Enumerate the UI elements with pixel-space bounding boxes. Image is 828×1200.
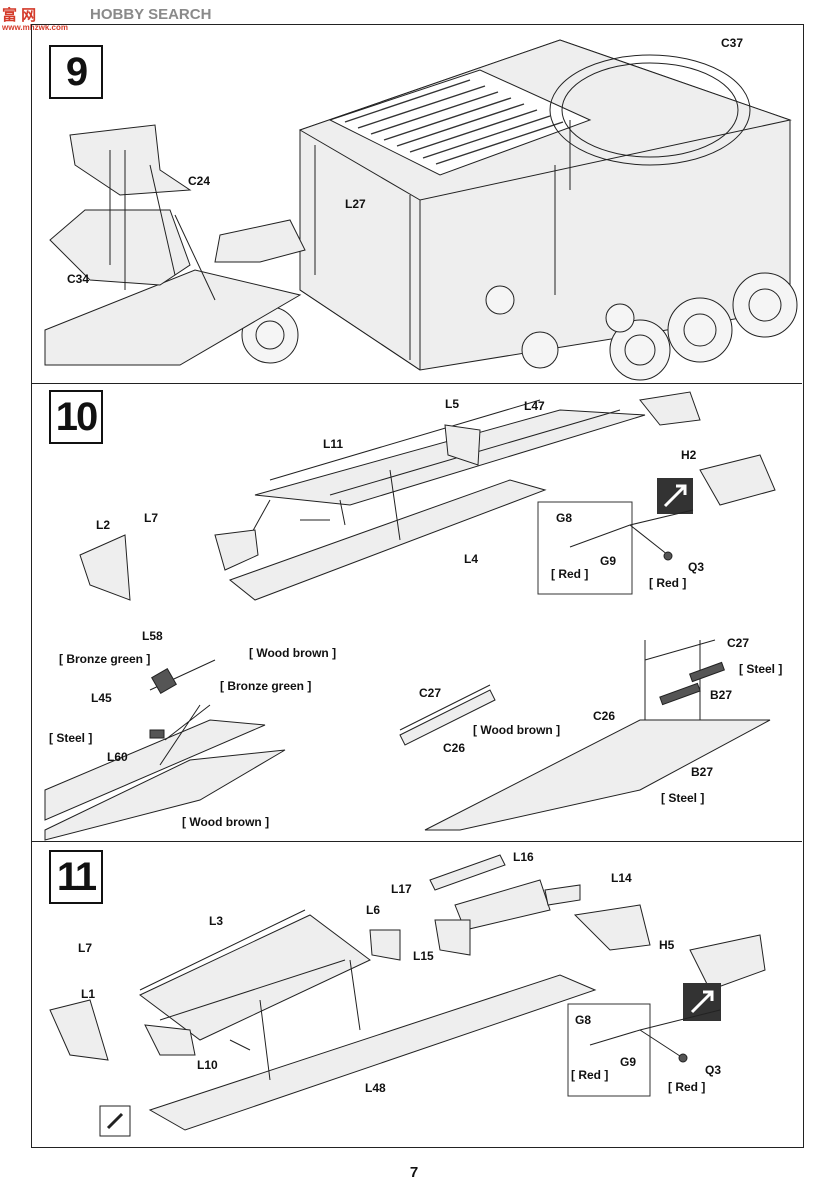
part-label: L10 xyxy=(197,1058,218,1072)
color-callout: [ Bronze green ] xyxy=(220,679,312,693)
part-label: C34 xyxy=(67,272,90,286)
color-callout: [ Wood brown ] xyxy=(249,646,337,660)
part-label: C27 xyxy=(727,636,750,650)
part-label: L47 xyxy=(524,399,545,413)
color-callout: [ Steel ] xyxy=(49,731,93,745)
part-label: L58 xyxy=(142,629,163,643)
part-label: L16 xyxy=(513,850,534,864)
color-callout: [ Red ] xyxy=(551,567,589,581)
part-label: B27 xyxy=(710,688,733,702)
color-callout: [ Red ] xyxy=(571,1068,609,1082)
part-label: L6 xyxy=(366,903,381,917)
part-label: L14 xyxy=(611,871,632,885)
part-label: C26 xyxy=(593,709,616,723)
watermark-brand-cn: 富 网 xyxy=(2,7,37,24)
step10-drawing xyxy=(44,391,776,841)
part-label: Q3 xyxy=(705,1063,722,1077)
page-number: 7 xyxy=(409,1164,419,1181)
color-callout: [ Steel ] xyxy=(739,662,783,676)
part-label: H5 xyxy=(659,938,675,952)
part-label: L17 xyxy=(391,882,412,896)
part-label: L7 xyxy=(144,511,159,525)
watermark-site: www.mhzwk.com xyxy=(2,23,68,32)
step-number: 10 xyxy=(49,390,103,444)
part-label: L2 xyxy=(96,518,111,532)
part-label: G8 xyxy=(575,1013,592,1027)
part-label: L15 xyxy=(413,949,434,963)
color-callout: [ Wood brown ] xyxy=(473,723,561,737)
step-number: 9 xyxy=(49,45,103,99)
part-label: C26 xyxy=(443,741,466,755)
part-label: L48 xyxy=(365,1081,386,1095)
part-label: C24 xyxy=(188,174,211,188)
instruction-frame xyxy=(31,24,804,1148)
color-callout: [ Red ] xyxy=(668,1080,706,1094)
part-label: G9 xyxy=(600,554,617,568)
part-label: L3 xyxy=(209,914,224,928)
part-label: C37 xyxy=(721,36,744,50)
watermark-brand-en: HOBBY SEARCH xyxy=(90,6,212,23)
part-label: L11 xyxy=(323,437,344,451)
part-label: H2 xyxy=(681,448,697,462)
part-label: L5 xyxy=(445,397,460,411)
step11-drawing xyxy=(49,854,766,1137)
part-label: G8 xyxy=(556,511,573,525)
color-callout: [ Red ] xyxy=(649,576,687,590)
step-divider xyxy=(32,841,802,842)
step-number: 11 xyxy=(49,850,103,904)
part-label: G9 xyxy=(620,1055,637,1069)
step-divider xyxy=(32,383,802,384)
part-label: L4 xyxy=(464,552,479,566)
part-label: Q3 xyxy=(688,560,705,574)
part-label: L1 xyxy=(81,987,96,1001)
part-label: L45 xyxy=(91,691,112,705)
part-label: L7 xyxy=(78,941,93,955)
color-callout: [ Wood brown ] xyxy=(182,815,270,829)
color-callout: [ Steel ] xyxy=(661,791,705,805)
part-label: L60 xyxy=(107,750,128,764)
part-label: C27 xyxy=(419,686,442,700)
part-label: B27 xyxy=(691,765,714,779)
part-label: L27 xyxy=(345,197,366,211)
step9-drawing xyxy=(44,39,798,381)
color-callout: [ Bronze green ] xyxy=(59,652,151,666)
